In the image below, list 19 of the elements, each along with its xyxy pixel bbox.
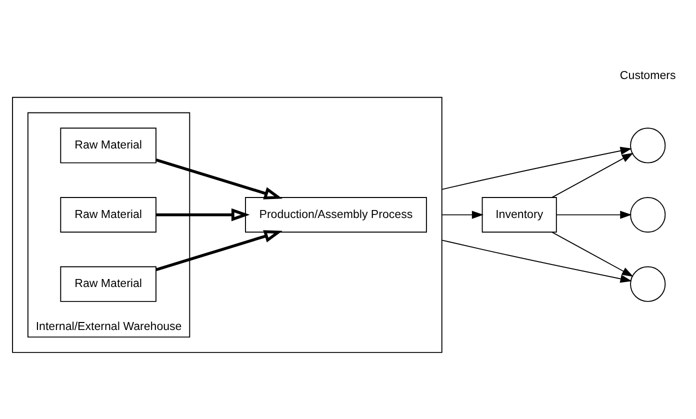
arrow bbox=[156, 158, 282, 200]
node-box: Raw Material bbox=[60, 266, 156, 302]
node-circle bbox=[630, 196, 666, 233]
arrow bbox=[441, 240, 632, 283]
node-box: Inventory bbox=[482, 196, 557, 233]
node-circle bbox=[630, 128, 666, 164]
cluster bbox=[12, 96, 442, 353]
node-box: Raw Material bbox=[60, 128, 156, 164]
node-circle bbox=[630, 266, 666, 302]
node-box: Raw Material bbox=[60, 196, 156, 233]
arrow bbox=[552, 232, 634, 277]
arrow bbox=[156, 230, 282, 272]
label: Customers bbox=[620, 70, 676, 82]
arrow bbox=[556, 210, 632, 219]
arrow bbox=[552, 152, 634, 198]
arrow bbox=[441, 146, 632, 190]
arrow bbox=[441, 210, 484, 219]
arrow bbox=[156, 208, 250, 222]
node-box: Production/Assembly Process bbox=[245, 196, 427, 233]
